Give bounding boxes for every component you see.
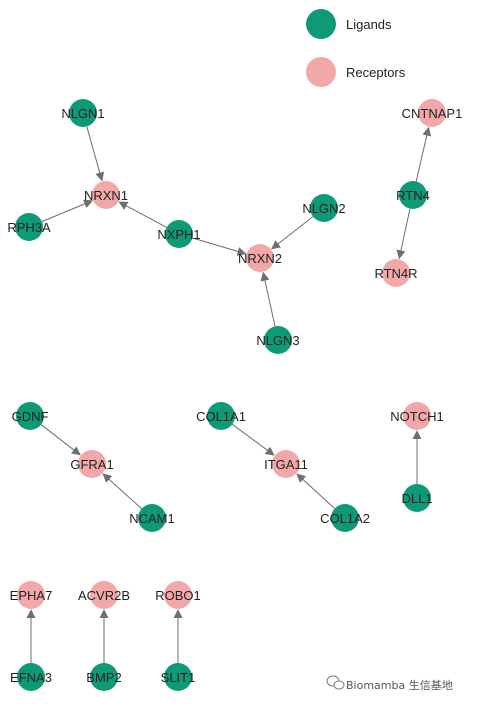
node-label: EPHA7 [10, 588, 53, 603]
node-circle[interactable] [17, 663, 45, 691]
node-label: NXPH1 [157, 227, 200, 242]
node-circle[interactable] [164, 581, 192, 609]
node-nrxn1[interactable]: NRXN1 [84, 181, 128, 209]
edges-layer [26, 126, 432, 663]
legend-receptor-label: Receptors [346, 65, 406, 80]
node-label: NOTCH1 [390, 409, 443, 424]
node-label: NRXN2 [238, 251, 282, 266]
node-label: RTN4 [396, 188, 430, 203]
node-circle[interactable] [78, 450, 106, 478]
node-circle[interactable] [310, 194, 338, 222]
node-label: GDNF [12, 409, 49, 424]
node-label: NLGN2 [302, 201, 345, 216]
edge-gdnf-to-gfra1 [40, 424, 81, 456]
node-lgn1[interactable]: NLGN1 [61, 99, 105, 127]
node-rph3a[interactable]: RPH3A [7, 213, 51, 241]
node-circle[interactable] [17, 581, 45, 609]
node-gdnf[interactable]: GDNF [12, 402, 49, 430]
edge-rtn4-to-rtn4r [396, 208, 411, 260]
watermark: Biomamba 生信基地 [326, 675, 453, 692]
node-circle[interactable] [207, 402, 235, 430]
edge-lgn1-to-nrxn1 [86, 126, 105, 182]
node-label: ITGA11 [264, 457, 308, 472]
node-bmp2[interactable]: BMP2 [86, 663, 122, 691]
node-robo1[interactable]: ROBO1 [155, 581, 201, 609]
edge-rph3a-to-nrxn1 [41, 199, 93, 223]
node-label: NCAM1 [129, 511, 175, 526]
node-circle[interactable] [403, 484, 431, 512]
node-circle[interactable] [272, 450, 300, 478]
node-nlgn3[interactable]: NLGN3 [256, 326, 300, 354]
node-slit1[interactable]: SLIT1 [161, 663, 196, 691]
node-label: RTN4R [374, 266, 417, 281]
edge-nlgn3-to-nrxn2 [260, 271, 276, 327]
edge-nlgn2-to-nrxn2 [271, 216, 314, 250]
node-circle[interactable] [403, 402, 431, 430]
node-label: ACVR2B [78, 588, 130, 603]
legend: Ligands Receptors [306, 9, 406, 87]
node-label: COL1A1 [196, 409, 246, 424]
node-label: GFRA1 [70, 457, 113, 472]
node-label: NLGN1 [61, 106, 104, 121]
node-circle[interactable] [90, 663, 118, 691]
edge-nxph1-to-nrxn2 [192, 237, 247, 256]
node-label: NRXN1 [84, 188, 128, 203]
node-label: BMP2 [86, 670, 121, 685]
node-circle[interactable] [164, 663, 192, 691]
legend-ligand-swatch [306, 9, 336, 39]
edge-nxph1-to-nrxn1 [118, 201, 167, 228]
node-circle[interactable] [69, 99, 97, 127]
node-label: EFNA3 [10, 670, 52, 685]
wechat-icon [326, 675, 345, 690]
node-circle[interactable] [418, 99, 446, 127]
node-nxph1[interactable]: NXPH1 [157, 220, 201, 248]
node-circle[interactable] [331, 504, 359, 532]
node-acvr2b[interactable]: ACVR2B [78, 581, 130, 609]
node-label: RPH3A [7, 220, 51, 235]
node-circle[interactable] [15, 213, 43, 241]
edge-col1a2-to-itga11 [296, 473, 336, 509]
edge-rtn4-to-cntnap1 [415, 126, 432, 182]
node-label: ROBO1 [155, 588, 201, 603]
node-nlgn2[interactable]: NLGN2 [302, 194, 346, 222]
edge-col1a1-to-itga11 [231, 423, 275, 456]
node-itga11[interactable]: ITGA11 [264, 450, 308, 478]
node-circle[interactable] [382, 259, 410, 287]
node-epha7[interactable]: EPHA7 [10, 581, 53, 609]
node-notch1[interactable]: NOTCH1 [390, 402, 444, 430]
node-rtn4r[interactable]: RTN4R [374, 259, 418, 287]
node-col1a2[interactable]: COL1A2 [320, 504, 370, 532]
node-circle[interactable] [246, 244, 274, 272]
node-ncam1[interactable]: NCAM1 [129, 504, 175, 532]
node-dll1[interactable]: DLL1 [401, 484, 433, 512]
legend-receptor-swatch [306, 57, 336, 87]
node-circle[interactable] [399, 181, 427, 209]
node-circle[interactable] [90, 581, 118, 609]
node-label: DLL1 [401, 491, 432, 506]
node-label: COL1A2 [320, 511, 370, 526]
node-circle[interactable] [16, 402, 44, 430]
node-gfra1[interactable]: GFRA1 [70, 450, 114, 478]
node-rtn4[interactable]: RTN4 [396, 181, 430, 209]
node-efna3[interactable]: EFNA3 [10, 663, 52, 691]
node-nrxn2[interactable]: NRXN2 [238, 244, 282, 272]
node-label: SLIT1 [161, 670, 196, 685]
watermark-text: Biomamba 生信基地 [346, 678, 453, 692]
legend-ligand-label: Ligands [346, 17, 392, 32]
node-label: NLGN3 [256, 333, 299, 348]
node-circle[interactable] [138, 504, 166, 532]
node-circle[interactable] [264, 326, 292, 354]
node-col1a1[interactable]: COL1A1 [196, 402, 246, 430]
node-label: CNTNAP1 [402, 106, 463, 121]
node-circle[interactable] [165, 220, 193, 248]
edge-ncam1-to-gfra1 [102, 473, 142, 510]
node-circle[interactable] [92, 181, 120, 209]
node-cntnap1[interactable]: CNTNAP1 [402, 99, 463, 127]
